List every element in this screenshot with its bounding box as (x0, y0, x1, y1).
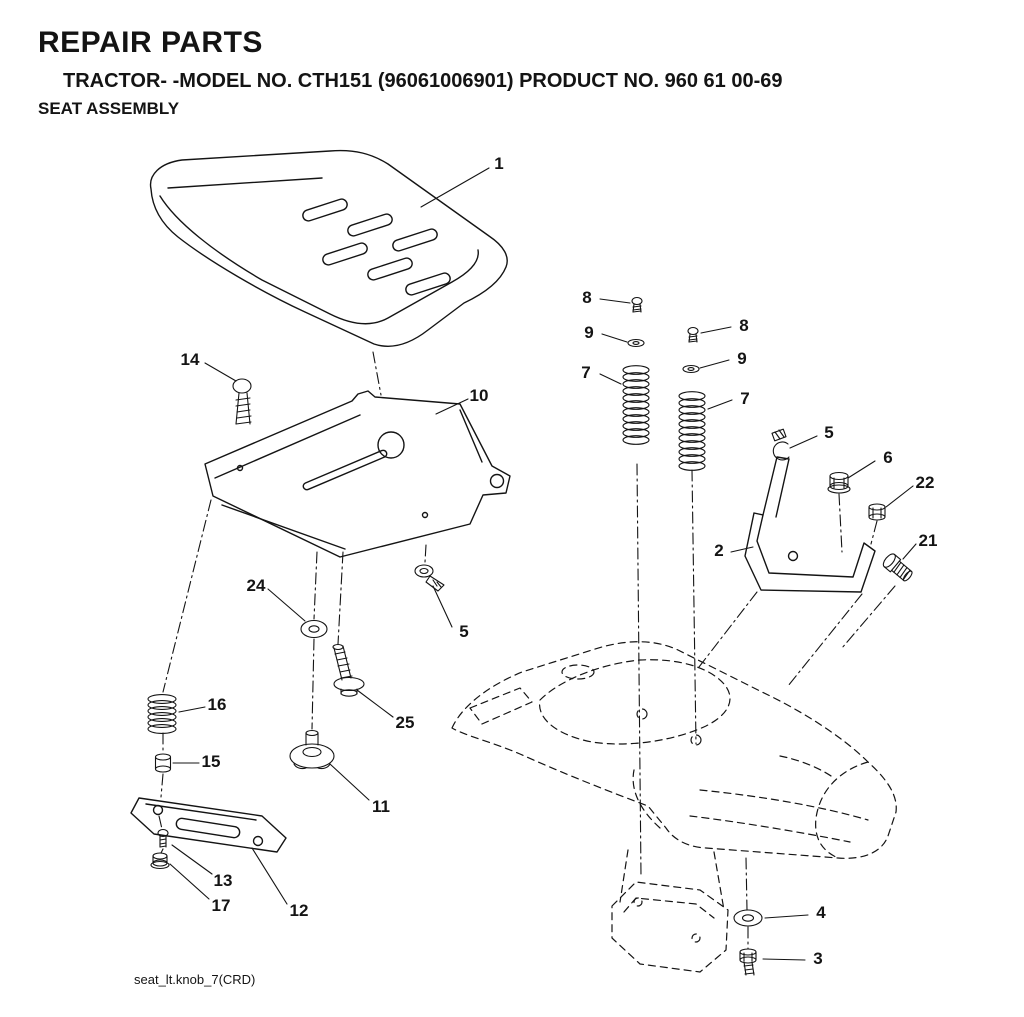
callout-17: 17 (212, 896, 231, 915)
callout-2: 2 (714, 541, 723, 560)
callout-layer: 1 8 9 7 8 9 7 14 10 5 6 22 21 2 24 5 16 15 25 11 13 17 12 4 3 (181, 154, 938, 968)
mounting-bracket-outline (611, 881, 729, 973)
model-line: TRACTOR- -MODEL NO. CTH151 (96061006901)… (63, 70, 783, 92)
callout-6: 6 (883, 448, 892, 467)
assembly-name: SEAT ASSEMBLY (38, 99, 180, 118)
callout-15: 15 (202, 752, 221, 771)
nut-part-22 (868, 503, 886, 521)
adjustment-plate-part-12 (130, 797, 287, 853)
callout-21: 21 (919, 531, 938, 550)
spring-part-16 (147, 694, 177, 734)
spring-part-7-left (622, 365, 650, 445)
callout-9: 9 (737, 349, 746, 368)
retainer-clip-part-5-lower (414, 564, 445, 592)
seat-part-1 (149, 149, 508, 348)
callout-5: 5 (459, 622, 468, 641)
retainer-clip-part-5-upper (771, 428, 790, 461)
callout-12: 12 (290, 901, 309, 920)
washer-part-9-right (682, 364, 700, 374)
callout-8: 8 (582, 288, 591, 307)
callout-7: 7 (581, 363, 590, 382)
page-title: REPAIR PARTS (38, 26, 263, 59)
callout-25: 25 (396, 713, 415, 732)
callout-16: 16 (208, 695, 227, 714)
callout-10: 10 (470, 386, 489, 405)
washer-part-4 (733, 909, 763, 927)
callout-9: 9 (584, 323, 593, 342)
callout-22: 22 (916, 473, 935, 492)
callout-13: 13 (214, 871, 233, 890)
callout-14: 14 (181, 350, 200, 369)
nut-part-6 (827, 471, 851, 494)
screw-part-8-right (687, 326, 699, 343)
bushing-part-15 (154, 753, 172, 773)
leader-lines (169, 167, 917, 961)
nut-part-17 (150, 852, 170, 870)
shoulder-screw-part-25 (332, 643, 365, 697)
knob-part-11 (289, 729, 335, 770)
callout-1: 1 (494, 154, 503, 173)
fender-outline (451, 641, 897, 911)
spring-part-7-right (678, 391, 706, 471)
bolt-part-13 (157, 828, 169, 848)
callout-4: 4 (816, 903, 826, 922)
washer-part-9-left (627, 338, 645, 348)
bolt-part-3 (739, 948, 757, 976)
callout-24: 24 (247, 576, 266, 595)
drawing-code: seat_lt.knob_7(CRD) (134, 972, 256, 987)
washer-part-24 (300, 619, 328, 639)
assembly-centerlines (158, 351, 896, 950)
screw-part-8-left (631, 296, 643, 313)
callout-8: 8 (739, 316, 748, 335)
callout-11: 11 (372, 797, 390, 816)
callout-7: 7 (740, 389, 749, 408)
bracket-part-2 (744, 456, 876, 593)
seat-pan-part-10 (204, 390, 511, 558)
bolt-part-21 (882, 553, 913, 582)
callout-5: 5 (824, 423, 833, 442)
callout-3: 3 (813, 949, 822, 968)
bolt-part-14 (232, 378, 252, 425)
